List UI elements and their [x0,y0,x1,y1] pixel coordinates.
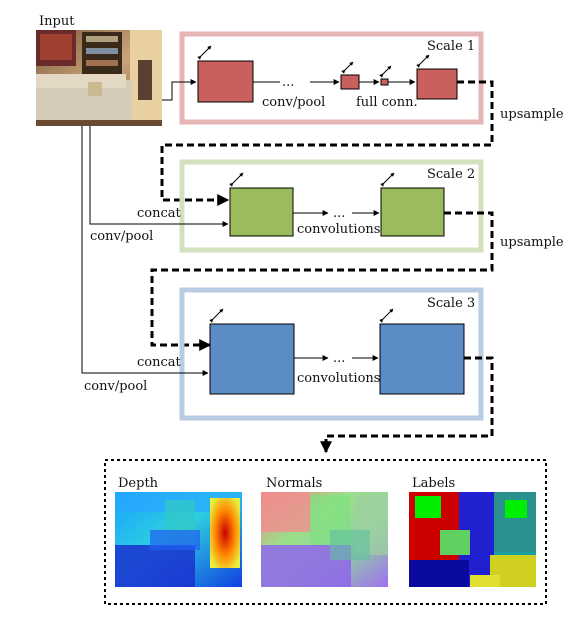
scale-3-conv-pool-label: conv/pool [84,379,147,394]
scale-1-title: Scale 1 [427,39,475,54]
output-labels-label: Labels [412,476,455,491]
scale-2-convolutions-label: convolutions [297,222,380,237]
scale-2-title: Scale 2 [427,167,475,182]
scale-1-block-1 [197,60,254,103]
scale-2-block-1 [229,187,294,237]
scale-3-block-2 [379,323,465,395]
scale-3-convolutions-label: convolutions [297,371,380,386]
upsample-label-2: upsample [500,235,564,250]
scale-1-block-2 [340,74,360,90]
scale-1-block-4 [416,68,458,100]
scale-3-ellipsis: ... [333,351,345,366]
output-path [320,356,494,454]
scale-3-concat-label: concat [137,355,182,370]
output-depth-label: Depth [118,476,159,491]
upsample-label-1: upsample [500,107,564,122]
scale-1-group: Scale 1 ... conv/pool full conn. [179,31,484,125]
scale-2-block-2 [380,187,445,237]
upsample-path-2 [150,211,494,351]
scale-1-border [179,31,484,125]
labels-map-image [409,492,536,587]
scale-1-ellipsis: ... [282,75,294,90]
scale-3-border [179,287,484,421]
scale-2-border [179,159,484,253]
scale-3-title: Scale 3 [427,296,475,311]
scale-1-conv-pool-label: conv/pool [262,95,325,110]
scale-3-block-1 [209,323,295,395]
scale-2-concat-label: concat [137,206,182,221]
output-normals-label: Normals [266,476,322,491]
depth-map-image [115,492,242,587]
outputs-box [104,459,547,605]
scale-2-conv-pool-label: conv/pool [90,229,153,244]
input-label: Input [39,14,75,29]
scale-1-block-3 [380,78,389,86]
input-image [36,30,162,126]
normals-map-image [261,492,388,587]
scale-2-group: Scale 2 ... convolutions [179,159,484,253]
scale-1-full-conn-label: full conn. [356,95,418,110]
scale-2-ellipsis: ... [333,206,345,221]
scale-3-group: Scale 3 ... convolutions [179,287,484,421]
